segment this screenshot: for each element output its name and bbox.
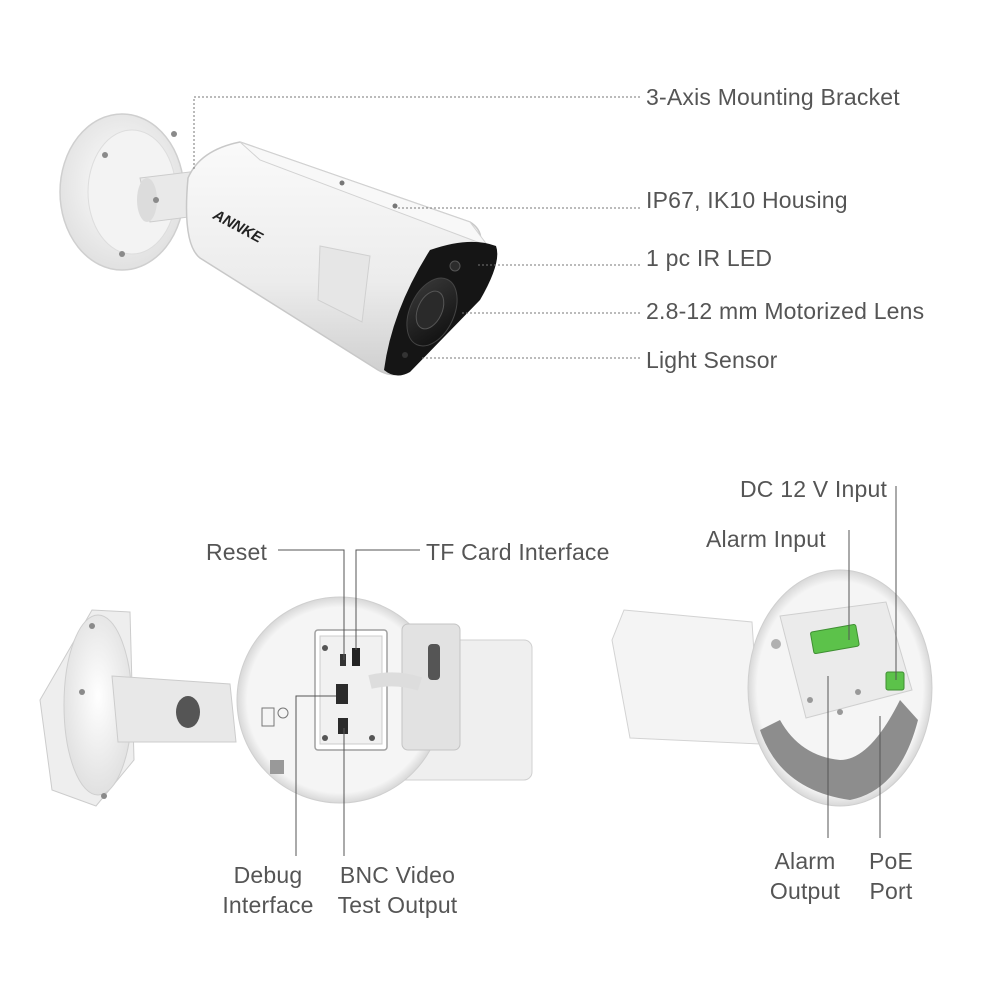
label-bnc-output: BNC Video Test Output bbox=[330, 860, 465, 920]
label-alarm-output-line1: Alarm bbox=[774, 848, 836, 874]
leader-reset bbox=[278, 549, 345, 660]
bracket-knob bbox=[176, 696, 200, 728]
label-bnc-line1: BNC Video bbox=[339, 862, 456, 888]
label-poe-line2: Port bbox=[869, 878, 913, 904]
connector-module bbox=[779, 601, 913, 719]
bullet-camera-top: ANNKE bbox=[59, 113, 498, 376]
label-bracket: 3-Axis Mounting Bracket bbox=[646, 84, 900, 110]
qr-code bbox=[270, 760, 284, 774]
bnc-port bbox=[338, 718, 348, 734]
label-alarm-output-line2: Output bbox=[769, 878, 841, 904]
bracket-joint bbox=[137, 178, 157, 222]
label-debug-line1: Debug bbox=[233, 862, 303, 888]
leader-debug bbox=[295, 695, 336, 856]
label-reset: Reset bbox=[206, 539, 268, 565]
side-panel bbox=[317, 245, 371, 323]
ground-screw bbox=[771, 639, 781, 649]
camera-body bbox=[611, 609, 761, 745]
label-dc-input: DC 12 V Input bbox=[740, 476, 888, 502]
leader-tf-card bbox=[355, 549, 420, 650]
debug-port bbox=[336, 684, 348, 704]
label-ir-led: 1 pc IR LED bbox=[646, 245, 773, 271]
label-poe-port: PoE Port bbox=[856, 846, 926, 906]
interface-leader-lines bbox=[278, 549, 420, 856]
label-debug-interface: Debug Interface bbox=[203, 860, 333, 920]
leader-bracket bbox=[193, 96, 640, 170]
label-debug-line2: Interface bbox=[222, 892, 314, 918]
label-light-sensor: Light Sensor bbox=[646, 347, 778, 373]
mount-screw bbox=[102, 152, 108, 158]
camera-base-view bbox=[611, 569, 933, 807]
label-bnc-line2: Test Output bbox=[337, 892, 458, 918]
tf-card-slot bbox=[352, 648, 360, 666]
bracket-arm bbox=[111, 675, 237, 743]
label-housing: IP67, IK10 Housing bbox=[646, 187, 848, 213]
base-leader-lines bbox=[827, 486, 897, 838]
label-poe-line1: PoE bbox=[868, 848, 914, 874]
alarm-terminal-block bbox=[810, 624, 860, 655]
reset-button bbox=[340, 654, 346, 666]
label-tf-card: TF Card Interface bbox=[426, 539, 610, 565]
label-alarm-output: Alarm Output bbox=[760, 846, 850, 906]
label-alarm-input: Alarm Input bbox=[706, 526, 826, 552]
ir-led-icon bbox=[449, 260, 461, 272]
top-leader-lines bbox=[193, 96, 640, 359]
dc-terminal bbox=[885, 671, 905, 691]
base-cavity bbox=[760, 700, 918, 800]
label-lens: 2.8-12 mm Motorized Lens bbox=[646, 298, 925, 324]
mount-screw bbox=[171, 131, 177, 137]
light-sensor-icon bbox=[402, 352, 408, 358]
camera-interface-view bbox=[39, 596, 533, 807]
mount-screw bbox=[119, 251, 125, 257]
